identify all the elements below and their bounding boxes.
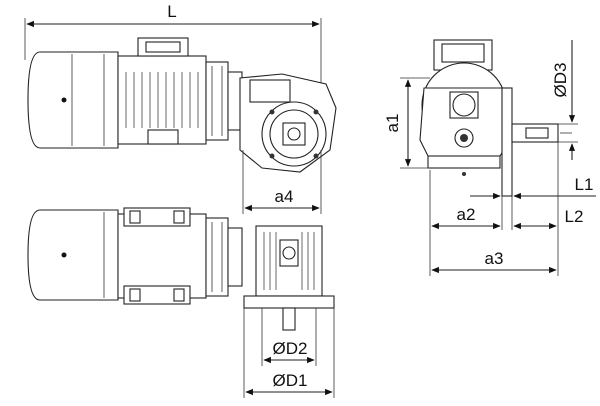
label-L2: L2 xyxy=(565,207,584,226)
output-shaft xyxy=(282,307,296,331)
motor-fan-cover-plan xyxy=(27,209,119,301)
label-D3: ØD3 xyxy=(551,63,570,98)
label-D1: ØD1 xyxy=(273,371,308,390)
label-L1: L1 xyxy=(575,175,594,194)
label-a1: a1 xyxy=(383,114,402,133)
label-a3: a3 xyxy=(485,249,504,268)
label-L: L xyxy=(167,2,176,21)
label-a2: a2 xyxy=(457,205,476,224)
motor-body-plan xyxy=(117,213,207,299)
output-flange-end xyxy=(501,87,513,197)
motor-fan-cover xyxy=(27,51,119,149)
motor-flange xyxy=(205,61,229,141)
side-view xyxy=(24,18,337,214)
label-D2: ØD2 xyxy=(273,339,308,358)
output-flange-plan xyxy=(243,295,335,309)
plan-view xyxy=(27,207,335,398)
end-view xyxy=(400,39,596,276)
label-a4: a4 xyxy=(275,187,294,206)
motor-body xyxy=(117,55,207,145)
